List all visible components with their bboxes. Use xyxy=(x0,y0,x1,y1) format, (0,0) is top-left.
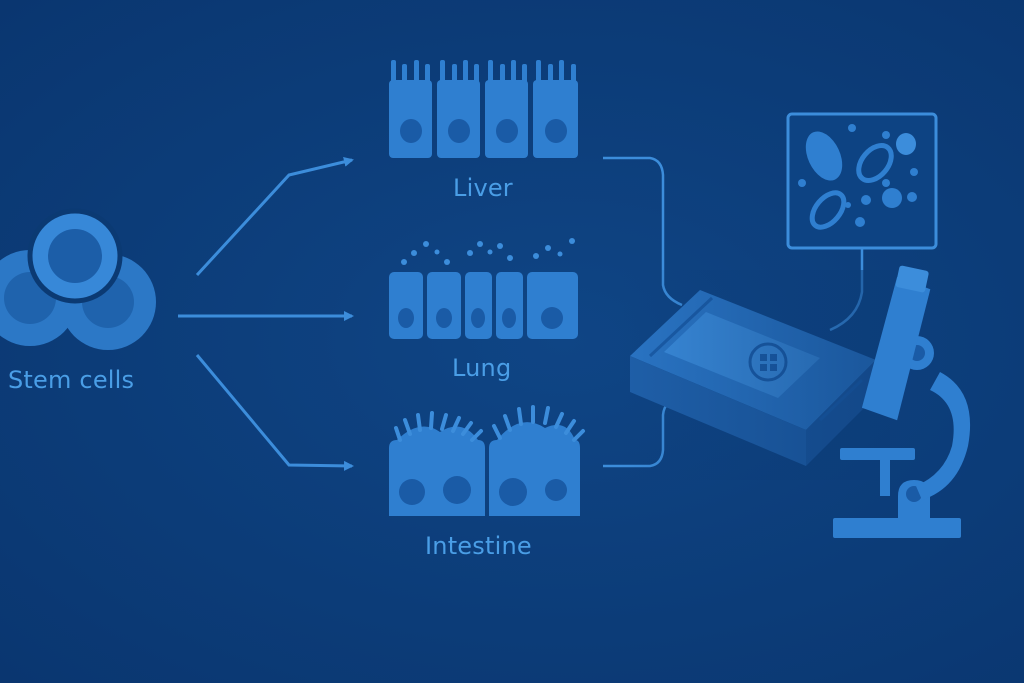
liver-label: Liver xyxy=(453,174,513,202)
microscope-icon xyxy=(833,265,971,538)
microscope-view-icon xyxy=(786,112,938,250)
intestine-label: Intestine xyxy=(425,532,532,560)
arrow-right-icon xyxy=(195,354,354,471)
lung-cell-icon xyxy=(389,238,578,339)
differentiation-arrows xyxy=(178,156,354,471)
lung-label: Lung xyxy=(452,354,512,382)
organ-chip-icon xyxy=(620,270,890,480)
stem-cell-cluster-icon xyxy=(0,208,156,350)
intestine-cell-icon xyxy=(389,405,585,516)
liver-cell-icon xyxy=(389,60,578,158)
stem-cells-label: Stem cells xyxy=(8,366,135,394)
arrow-right-icon xyxy=(195,156,354,277)
